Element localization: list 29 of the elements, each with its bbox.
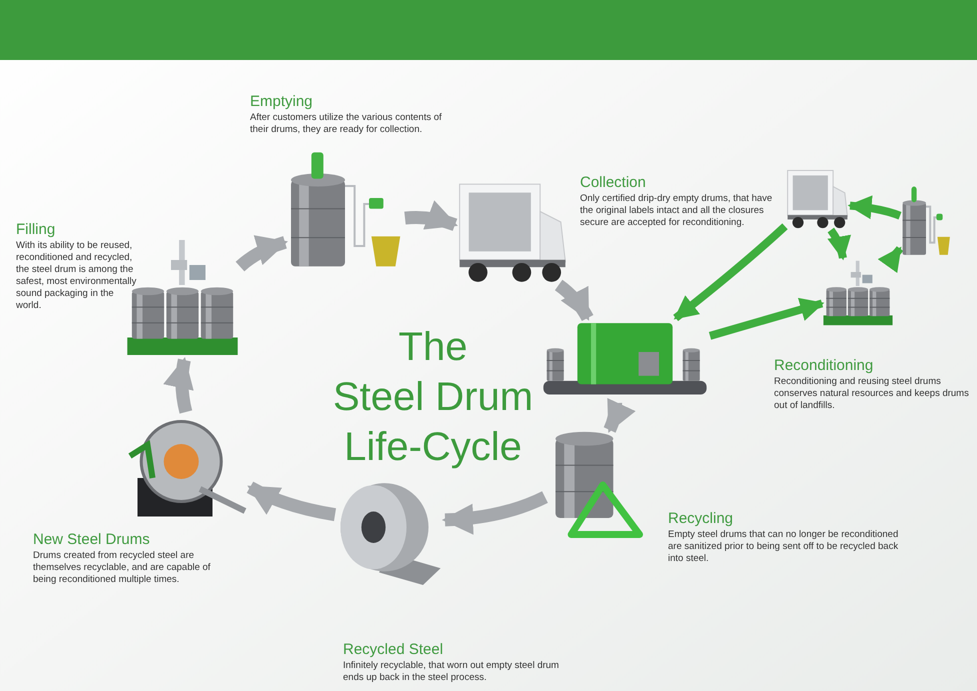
stage-description: Drums created from recycled steel are themselves recyclable, and are capable of being reconditioned multiple times.: [33, 550, 212, 586]
arrow: [604, 398, 636, 433]
stage-description: With its ability to be reused, reconditioned and recycled, the steel drum is among the safest, most environmentally sound packaging in the world.: [16, 240, 138, 312]
stage-heading: Emptying: [250, 92, 314, 112]
arrow: [404, 200, 458, 231]
stage-description: Empty steel drums that can no longer be reconditioned are sanitized prior to being sent off to be recycled back into steel.: [668, 529, 900, 565]
stage-heading: Recycled Steel: [343, 640, 444, 660]
stage-heading: Recycling: [668, 509, 734, 529]
drum-emptying-drawing: [900, 185, 952, 257]
stage-heading: Reconditioning: [774, 356, 874, 376]
diagram-title: The Steel Drum Life-Cycle: [332, 324, 534, 471]
arrow: [673, 223, 788, 322]
stage-heading: New Steel Drums: [33, 530, 151, 550]
arrow: [708, 298, 824, 340]
arrow: [848, 196, 902, 220]
stage-description: Reconditioning and reusing steel drums conserves natural resources and keeps drums out of landfills.: [774, 376, 970, 412]
arrow: [827, 228, 851, 260]
arrow: [236, 236, 288, 272]
stage-heading: Filling: [16, 220, 56, 240]
arrow: [246, 482, 336, 522]
truck-drawing: [785, 168, 850, 230]
arrow: [878, 246, 904, 274]
stage-description: Infinitely recyclable, that worn out empty steel drum ends up back in the steel process.: [343, 660, 560, 684]
arrow: [442, 491, 548, 534]
stage-description: After customers utilize the various contents of their drums, they are ready for collection.: [250, 112, 443, 136]
stage-heading: Collection: [580, 173, 647, 193]
stage-description: Only certified drip-dry empty drums, that have the original labels intact and all the closures secure are accepted for reconditioning.: [580, 193, 774, 229]
arrow: [164, 356, 194, 414]
drum-filling-drawing: [822, 258, 894, 328]
